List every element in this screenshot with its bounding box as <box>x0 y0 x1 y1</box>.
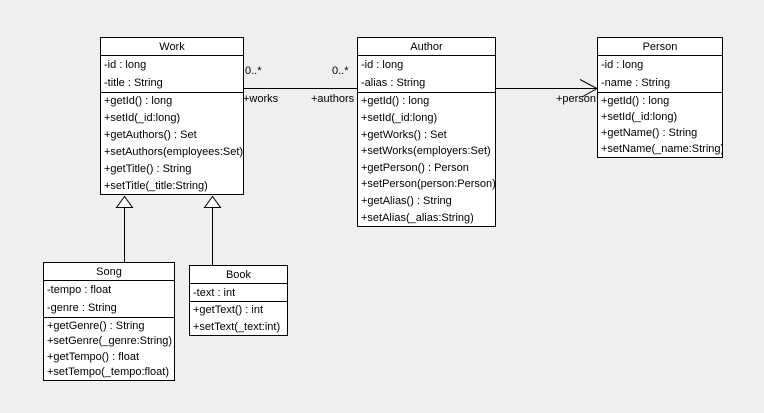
role-label-authors[interactable]: +authors <box>311 93 355 105</box>
attribute-row: -tempo : float <box>47 284 112 296</box>
method-row: +setWorks(employers:Set) <box>361 145 491 158</box>
method-row: +setTitle(_title:String) <box>104 179 208 192</box>
method-row: +getName() : String <box>601 127 698 139</box>
role-label-works[interactable]: +works <box>243 93 279 105</box>
method-row: +setId(_id:long) <box>361 111 438 124</box>
class-title-author: Author <box>358 38 495 56</box>
attributes-compartment: -id : long -title : String <box>101 56 243 93</box>
class-box-person[interactable]: Person -id : long -name : String +getId(… <box>597 37 723 158</box>
class-title-song: Song <box>44 263 174 281</box>
class-box-work[interactable]: Work -id : long -title : String +getId()… <box>100 37 244 195</box>
attribute-row: -id : long <box>361 59 404 71</box>
generalization-triangle-icon <box>115 195 134 208</box>
method-row: +getAlias() : String <box>361 195 452 208</box>
methods-compartment: +getId() : long +setId(_id:long) +getAut… <box>101 93 243 194</box>
method-row: +setText(_text:int) <box>193 320 281 333</box>
class-title-work: Work <box>101 38 243 56</box>
attribute-row: -genre : String <box>47 302 117 314</box>
method-row: +setPerson(person:Person) <box>361 178 495 191</box>
class-box-author[interactable]: Author -id : long -alias : String +getId… <box>357 37 496 227</box>
class-title-book: Book <box>190 266 287 284</box>
role-label-person[interactable]: +person <box>555 93 596 105</box>
multiplicity-label-work-end[interactable]: 0..* <box>245 65 262 77</box>
method-row: +setTempo(_tempo:float) <box>47 366 169 379</box>
attribute-row: -id : long <box>104 59 147 71</box>
method-row: +getAuthors() : Set <box>104 129 197 142</box>
attribute-row: -alias : String <box>361 77 426 89</box>
attributes-compartment: -id : long -alias : String <box>358 56 495 93</box>
method-row: +setName(_name:String) <box>601 143 722 155</box>
attributes-compartment: -id : long -name : String <box>598 56 722 93</box>
method-row: +getTempo() : float <box>47 350 140 363</box>
methods-compartment: +getGenre() : String +setGenre(_genre:St… <box>44 318 174 380</box>
method-row: +getTitle() : String <box>104 162 192 175</box>
attribute-row: -name : String <box>601 77 671 89</box>
method-row: +getPerson() : Person <box>361 161 469 174</box>
generalization-triangle-icon <box>203 195 222 208</box>
attribute-row: -title : String <box>104 77 163 89</box>
method-row: +getId() : long <box>601 95 670 107</box>
class-title-person: Person <box>598 38 722 56</box>
method-row: +getId() : long <box>361 95 430 108</box>
attribute-row: -text : int <box>193 286 236 299</box>
method-row: +setId(_id:long) <box>104 112 181 125</box>
method-row: +setAlias(_alias:String) <box>361 211 474 224</box>
attributes-compartment: -text : int <box>190 284 287 302</box>
methods-compartment: +getId() : long +setId(_id:long) +getWor… <box>358 93 495 226</box>
method-row: +setId(_id:long) <box>601 111 678 123</box>
methods-compartment: +getId() : long +setId(_id:long) +getNam… <box>598 93 722 157</box>
method-row: +getText() : int <box>193 304 264 317</box>
method-row: +getWorks() : Set <box>361 128 447 141</box>
attribute-row: -id : long <box>601 59 644 71</box>
multiplicity-label-author-end[interactable]: 0..* <box>332 65 349 77</box>
class-box-song[interactable]: Song -tempo : float -genre : String +get… <box>43 262 175 381</box>
attributes-compartment: -tempo : float -genre : String <box>44 281 174 318</box>
method-row: +setGenre(_genre:String) <box>47 335 173 348</box>
method-row: +getId() : long <box>104 95 173 108</box>
method-row: +getGenre() : String <box>47 319 145 332</box>
methods-compartment: +getText() : int +setText(_text:int) <box>190 302 287 335</box>
class-box-book[interactable]: Book -text : int +getText() : int +setTe… <box>189 265 288 336</box>
method-row: +setAuthors(employees:Set) <box>104 145 243 158</box>
